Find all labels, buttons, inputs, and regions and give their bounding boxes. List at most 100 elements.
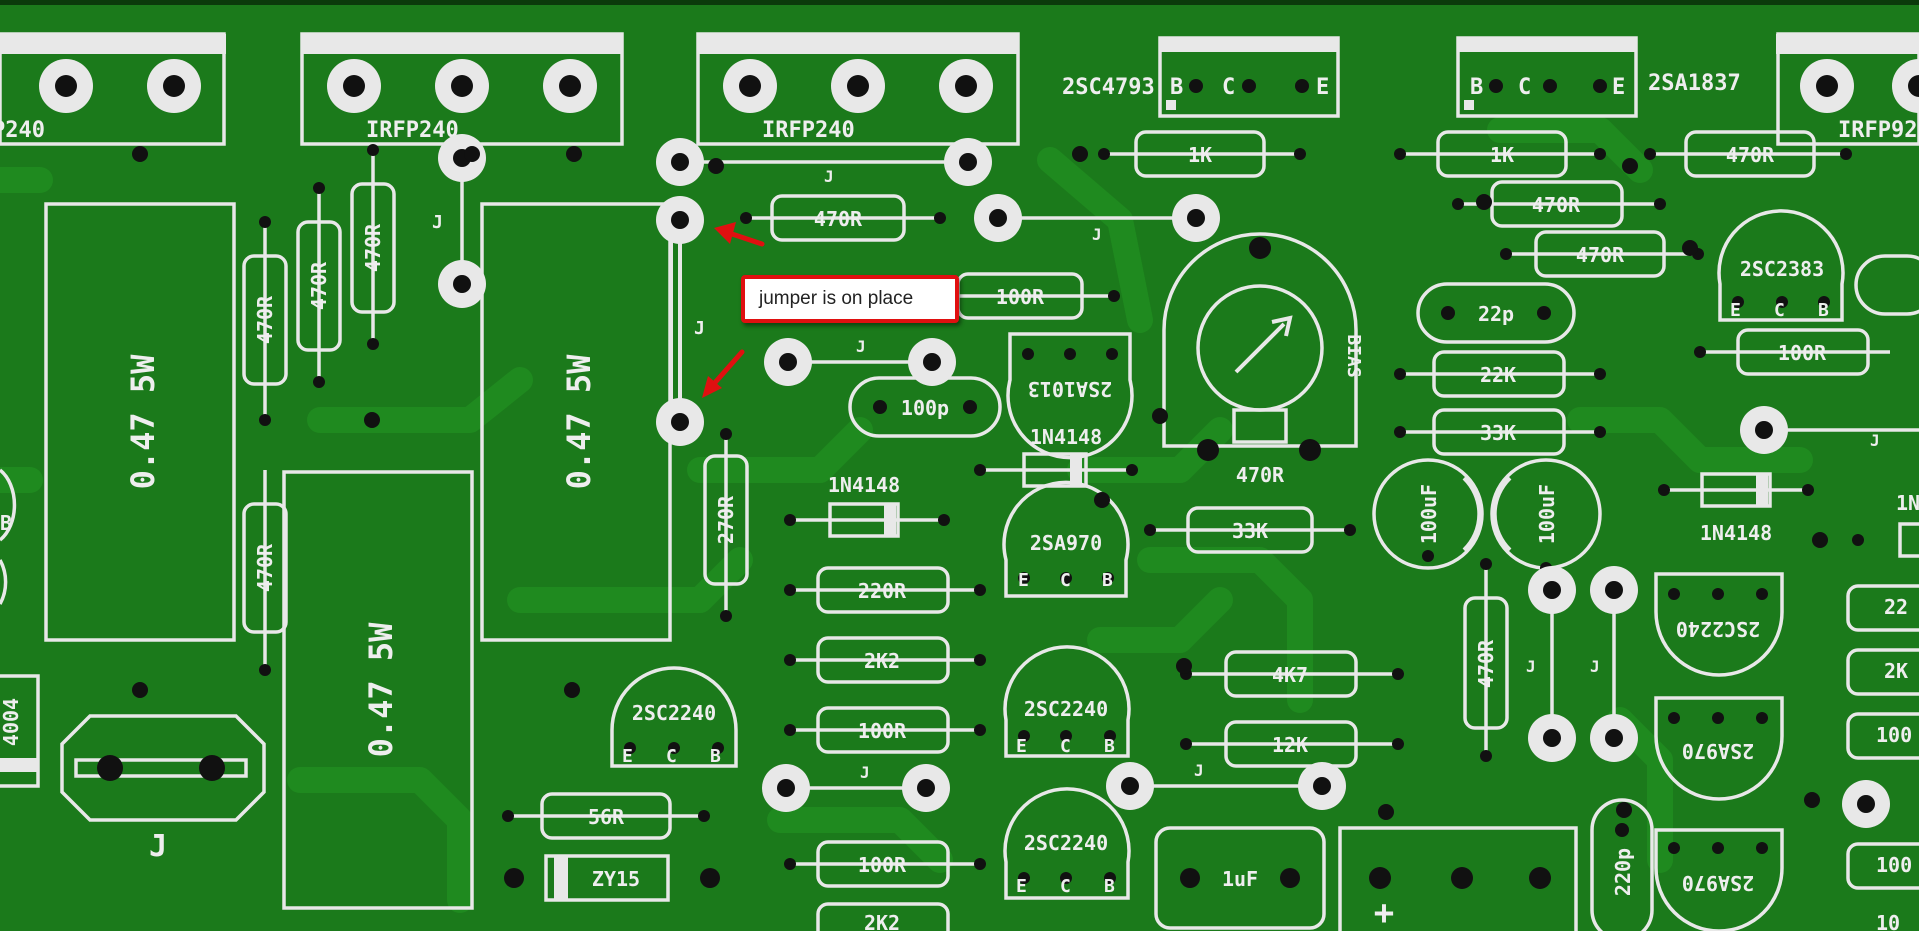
resistor-horizontal: 100R: [784, 706, 986, 754]
resistor-vertical: 270R: [703, 428, 749, 622]
resistor-horizontal: 4K7: [1180, 650, 1404, 698]
power-resistor-2: 0.47 5W: [480, 202, 672, 642]
svg-text:470R: 470R: [814, 207, 863, 231]
resistor-horizontal: 100R: [950, 272, 1120, 320]
resistor-vertical: 470R: [350, 144, 396, 350]
svg-text:2SC2240: 2SC2240: [1024, 697, 1108, 721]
svg-text:2SA1837: 2SA1837: [1648, 71, 1741, 96]
svg-text:470R: 470R: [1474, 639, 1498, 688]
svg-text:J: J: [856, 337, 866, 356]
resistor-horizontal: 12K: [1180, 720, 1404, 768]
svg-text:1K: 1K: [1188, 143, 1212, 167]
svg-text:22K: 22K: [1480, 363, 1516, 387]
svg-text:E: E: [622, 746, 633, 767]
transistor-to92: 2SA970: [1654, 828, 1784, 931]
resistor-horizontal: 33K: [1144, 506, 1356, 554]
svg-text:100R: 100R: [996, 285, 1045, 309]
svg-text:C: C: [1222, 75, 1235, 100]
svg-text:100uF: 100uF: [1417, 484, 1441, 544]
jumper-horizontal-2: J: [974, 194, 1220, 244]
svg-text:220R: 220R: [858, 579, 907, 603]
svg-text:J: J: [824, 167, 834, 186]
svg-text:100p: 100p: [901, 396, 949, 420]
svg-text:2K2: 2K2: [864, 911, 900, 931]
resistor-vertical: 470R: [242, 216, 288, 426]
svg-text:470R: 470R: [307, 261, 331, 310]
svg-text:B: B: [1104, 736, 1115, 757]
svg-text:33K: 33K: [1232, 519, 1268, 543]
diode: 1N4148: [974, 425, 1138, 488]
svg-text:470R: 470R: [253, 543, 277, 592]
jumper-horizontal-3: J: [764, 337, 956, 386]
svg-text:100: 100: [1876, 723, 1912, 747]
svg-text:470R: 470R: [253, 295, 277, 344]
jumper-vertical-right-1: J: [1526, 566, 1576, 762]
capacitor-partial-right: [1854, 254, 1919, 316]
resistor-horizontal: 100R: [1694, 328, 1890, 376]
board-top-edge: [0, 0, 1919, 5]
mosfet-label: IRFP240: [366, 118, 459, 143]
svg-text:2SC2240: 2SC2240: [1024, 831, 1108, 855]
svg-text:B: B: [1102, 570, 1113, 591]
to220-2sc4793: 2SC4793 B C E: [1062, 36, 1340, 118]
svg-text:470R: 470R: [1726, 143, 1775, 167]
capacitor-ceramic: 100p: [848, 376, 1002, 438]
transistor-to92: 2SA970: [1654, 696, 1784, 801]
svg-text:100: 100: [1876, 853, 1912, 877]
svg-text:1N4148: 1N4148: [1700, 521, 1772, 545]
svg-text:ZY15: ZY15: [592, 867, 640, 891]
svg-text:C: C: [1060, 876, 1071, 897]
left-edge-partials: B 4004: [0, 468, 40, 788]
resistor-horizontal: 2K2: [816, 902, 950, 931]
capacitor-ceramic: 22p: [1416, 282, 1576, 344]
annotation-arrows: [702, 222, 765, 398]
svg-text:100R: 100R: [858, 853, 907, 877]
power-resistor-3: 0.47 5W: [282, 470, 474, 910]
to247-mosfet-3: IRFP240: [696, 32, 1020, 146]
svg-text:270R: 270R: [714, 495, 738, 544]
svg-text:1N4148: 1N4148: [828, 473, 900, 497]
resistor-horizontal: 33K: [1394, 408, 1606, 456]
svg-text:E: E: [1016, 736, 1027, 757]
svg-text:4004: 4004: [0, 698, 23, 746]
resistor-horizontal: 1K: [1098, 130, 1306, 178]
svg-text:2SA970: 2SA970: [1030, 531, 1102, 555]
svg-text:4K7: 4K7: [1272, 663, 1308, 687]
capacitor-ceramic: 220p: [1590, 798, 1654, 931]
annotation-callout: jumper is on place: [741, 275, 959, 323]
transistor-to92: 2SA970 E C B: [1002, 480, 1130, 598]
arrow-head-icon: [702, 376, 722, 398]
resistor-horizontal: 220R: [784, 566, 986, 614]
svg-text:470R: 470R: [1576, 243, 1625, 267]
svg-text:B: B: [710, 746, 721, 767]
svg-text:0.47 5W: 0.47 5W: [124, 354, 162, 490]
svg-text:470R: 470R: [1532, 193, 1581, 217]
capacitor-film: 1uF: [1154, 826, 1326, 930]
svg-text:2SC2240: 2SC2240: [632, 701, 716, 725]
svg-text:C: C: [1060, 570, 1071, 591]
svg-text:100R: 100R: [858, 719, 907, 743]
svg-text:56R: 56R: [588, 805, 625, 829]
svg-text:E: E: [1730, 300, 1741, 321]
svg-text:C: C: [1518, 75, 1531, 100]
svg-text:100R: 100R: [1778, 341, 1827, 365]
svg-text:2SC4793: 2SC4793: [1062, 75, 1155, 100]
svg-text:2SC2240: 2SC2240: [1676, 617, 1760, 641]
resistor-horizontal: 470R: [1644, 130, 1852, 178]
jumper-right-edge: J: [1740, 406, 1919, 454]
resistor-vertical: 470R: [296, 182, 342, 388]
svg-text:2SA970: 2SA970: [1682, 739, 1754, 763]
svg-text:J: J: [149, 829, 167, 864]
svg-text:0.47 5W: 0.47 5W: [560, 354, 598, 490]
svg-text:J: J: [432, 212, 443, 233]
diode: 1N4148: [1658, 472, 1814, 545]
svg-text:2K2: 2K2: [864, 649, 900, 673]
svg-text:0.47 5W: 0.47 5W: [362, 622, 400, 758]
transistor-to92: 2SA1013: [1006, 332, 1134, 460]
svg-text:J: J: [1092, 225, 1102, 244]
svg-text:B: B: [1170, 75, 1183, 100]
resistor-vertical: 470R: [1463, 558, 1509, 762]
svg-text:E: E: [1016, 876, 1027, 897]
